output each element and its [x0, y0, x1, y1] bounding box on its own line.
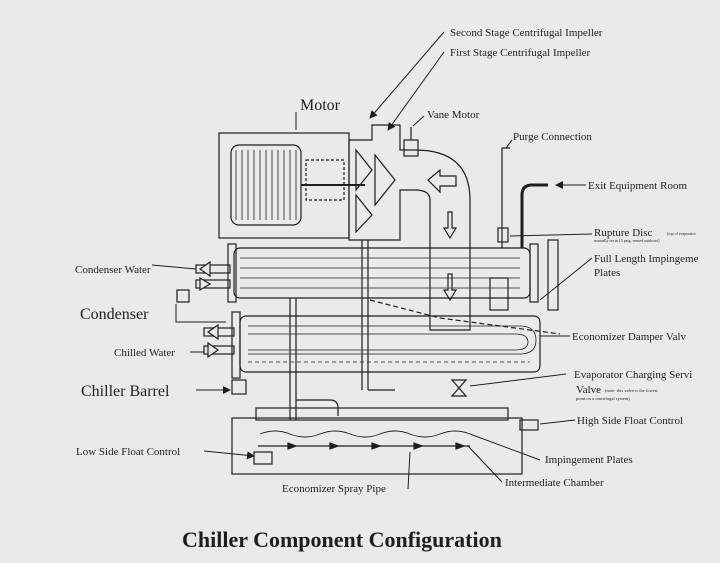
chilled-water-arrow-out — [206, 323, 219, 341]
label-valve-note-2: point on a centrifugal system) — [576, 396, 630, 401]
label-rupture-disc-note-1: (top of evaporator — [667, 231, 697, 236]
evaporator-shell — [239, 315, 541, 373]
label-valve-note-1: (note: this valve is the lowest — [605, 388, 658, 393]
label-purge-connection: Purge Connection — [513, 131, 592, 143]
flow-arrow-up-1 — [442, 211, 458, 240]
label-high-side-float: High Side Float Control — [577, 415, 683, 427]
label-chiller-barrel: Chiller Barrel — [81, 383, 170, 400]
label-condenser: Condenser — [80, 306, 149, 323]
evaporator-tube-sheet — [231, 311, 241, 379]
label-condenser-water: Condenser Water — [75, 264, 151, 276]
float-chamber — [489, 277, 509, 311]
condenser-shell — [233, 247, 531, 299]
label-motor: Motor — [300, 97, 341, 114]
economizer-damper-line — [369, 299, 561, 335]
motor-terminal-box — [305, 159, 345, 201]
impellers — [355, 148, 396, 234]
condenser-tube-sheet-right — [529, 243, 539, 303]
vane-motor — [403, 139, 419, 157]
flow-arrow-top — [427, 168, 457, 194]
cond-water-arrow-out — [198, 260, 211, 278]
chilled-water-arrow-in — [207, 341, 220, 359]
high-side-float — [519, 419, 539, 431]
chilled-water-nozzle-in — [203, 327, 235, 337]
label-full-length-impingement: Full Length Impingeme — [594, 253, 699, 265]
barrel-support — [231, 379, 247, 395]
spray-pipe-arrows — [287, 442, 466, 450]
label-second-stage-impeller: Second Stage Centrifugal Impeller — [450, 27, 603, 39]
label-economizer-spray-pipe: Economizer Spray Pipe — [282, 483, 386, 495]
compressor-casing — [348, 124, 471, 331]
label-first-stage-impeller: First Stage Centrifugal Impeller — [450, 47, 591, 59]
evaporator-charging-valve — [450, 379, 468, 397]
machinery-drawing — [176, 124, 561, 475]
label-rupture-disc-note-2: normally set at 15 psig, vented outdoors… — [594, 238, 660, 244]
label-exit-equipment-room: Exit Equipment Room — [588, 180, 687, 192]
intermediate-chamber — [255, 407, 509, 421]
label-plates: Plates — [594, 267, 620, 279]
purge-line — [501, 147, 510, 248]
flow-arrow-up-2 — [442, 273, 458, 302]
chilled-water-nozzle-out — [203, 345, 235, 355]
impingement-plates — [259, 430, 471, 438]
label-intermediate-chamber: Intermediate Chamber — [505, 477, 604, 489]
condenser-drain-plug — [176, 289, 190, 303]
label-rupture-disc: Rupture Disc — [594, 227, 652, 239]
label-economizer-damper-valve: Economizer Damper Valv — [572, 331, 687, 343]
label-low-side-float: Low Side Float Control — [76, 446, 180, 458]
label-vane-motor: Vane Motor — [427, 109, 480, 121]
low-side-float — [253, 451, 273, 465]
leader-lines — [151, 31, 593, 490]
label-valve: Valve — [576, 384, 601, 396]
figure-title: Chiller Component Configuration — [182, 527, 502, 552]
condenser-water-nozzle-out — [195, 279, 231, 289]
cond-water-arrow-in — [199, 276, 212, 292]
label-chilled-water: Chilled Water — [114, 347, 175, 359]
condenser-end-flange — [547, 239, 559, 311]
exit-pipe — [520, 183, 548, 248]
label-impingement-plates: Impingement Plates — [545, 454, 633, 466]
motor-windings — [235, 150, 297, 220]
economizer-chamber — [231, 417, 523, 475]
rupture-disc — [497, 227, 509, 243]
label-evaporator-charging-service: Evaporator Charging Servi — [574, 369, 692, 381]
